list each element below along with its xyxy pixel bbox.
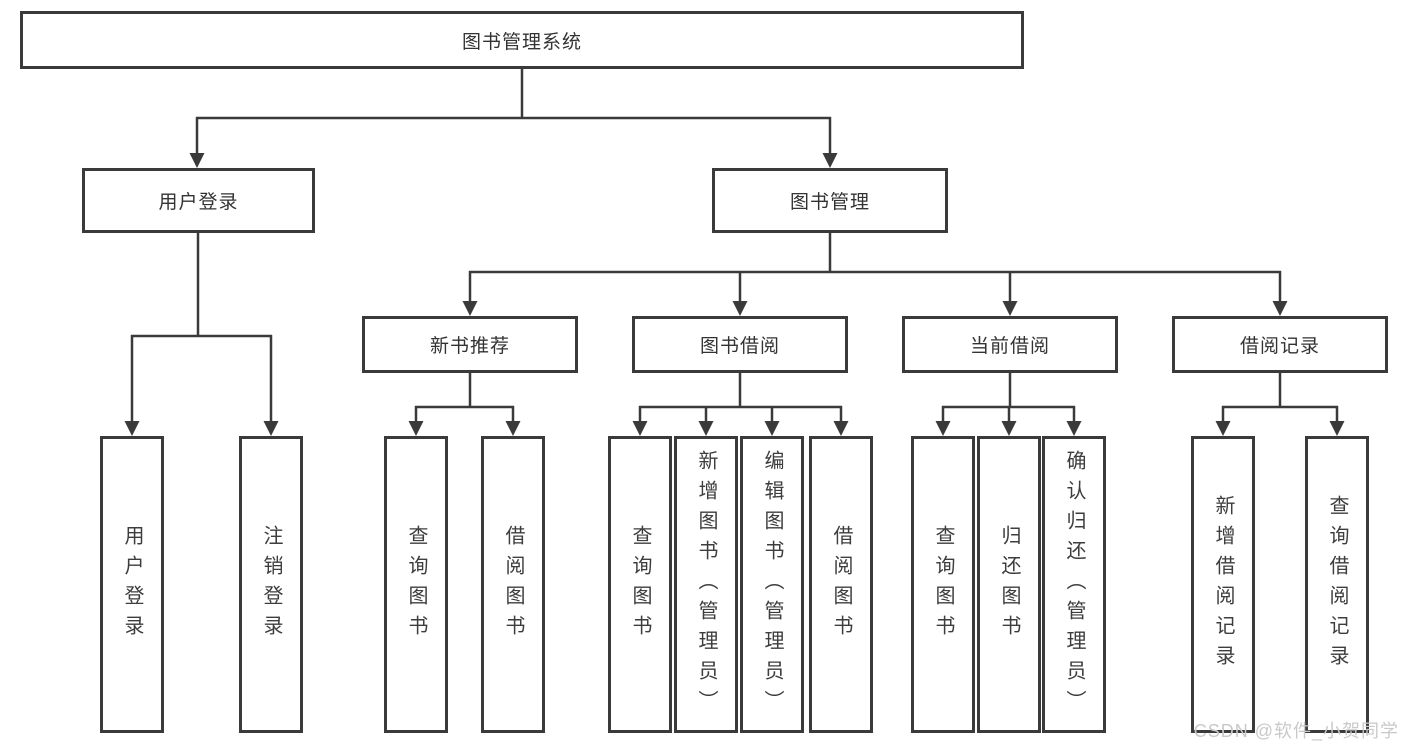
connector-user-login-to-leaves <box>124 233 279 436</box>
node-label: 图书借阅 <box>699 336 780 357</box>
leaf-label: 借阅图书 <box>830 524 852 645</box>
connector-records-to-leaves <box>1215 372 1345 436</box>
connector-book-management-to-level3 <box>462 233 1288 316</box>
leaf-label: 确认归还（管理员） <box>1063 449 1085 720</box>
leaf-recommend-borrow-books: 借阅图书 <box>481 436 545 733</box>
connector-root-to-level2 <box>189 68 838 168</box>
leaf-label: 查询图书 <box>932 524 954 645</box>
leaf-label: 借阅图书 <box>502 524 524 645</box>
leaf-user-login: 用户登录 <box>100 436 164 733</box>
leaf-recommend-query-books: 查询图书 <box>384 436 448 733</box>
node-label: 当前借阅 <box>969 336 1050 357</box>
node-current-borrow: 当前借阅 <box>902 316 1118 373</box>
leaf-label: 编辑图书（管理员） <box>761 449 783 720</box>
leaf-label: 查询图书 <box>629 524 651 645</box>
leaf-current-query-books: 查询图书 <box>911 436 975 733</box>
leaf-logout: 注销登录 <box>239 436 303 733</box>
node-label: 用户登录 <box>158 192 239 213</box>
leaf-label: 查询借阅记录 <box>1326 494 1348 675</box>
leaf-records-add-record: 新增借阅记录 <box>1191 436 1255 733</box>
leaf-borrow-borrow-books: 借阅图书 <box>809 436 873 733</box>
node-label: 图书管理 <box>789 192 870 213</box>
node-new-book-recommend: 新书推荐 <box>362 316 578 373</box>
leaf-label: 查询图书 <box>405 524 427 645</box>
node-label: 图书管理系统 <box>461 31 582 53</box>
leaf-label: 归还图书 <box>998 524 1020 645</box>
node-book-management: 图书管理 <box>712 168 948 233</box>
node-book-borrow: 图书借阅 <box>632 316 848 373</box>
leaf-label: 新增图书（管理员） <box>695 449 717 720</box>
leaf-current-return-books: 归还图书 <box>977 436 1041 733</box>
leaf-records-query-record: 查询借阅记录 <box>1305 436 1369 733</box>
leaf-borrow-edit-books-admin: 编辑图书（管理员） <box>740 436 804 733</box>
node-user-login: 用户登录 <box>82 168 315 233</box>
leaf-current-confirm-return-admin: 确认归还（管理员） <box>1042 436 1106 733</box>
connector-recommend-to-leaves <box>408 372 521 436</box>
leaf-borrow-add-books-admin: 新增图书（管理员） <box>674 436 738 733</box>
leaf-borrow-query-books: 查询图书 <box>608 436 672 733</box>
node-borrow-records: 借阅记录 <box>1172 316 1388 373</box>
node-label: 新书推荐 <box>429 336 510 357</box>
leaf-label: 注销登录 <box>260 524 282 645</box>
leaf-label: 用户登录 <box>121 524 143 645</box>
leaf-label: 新增借阅记录 <box>1212 494 1234 675</box>
node-root-library-management-system: 图书管理系统 <box>20 11 1024 69</box>
connector-current-to-leaves <box>935 372 1082 436</box>
node-label: 借阅记录 <box>1239 336 1320 357</box>
connector-borrow-to-leaves <box>632 372 849 436</box>
csdn-watermark: CSDN @软件_小贺同学 <box>1193 721 1399 741</box>
